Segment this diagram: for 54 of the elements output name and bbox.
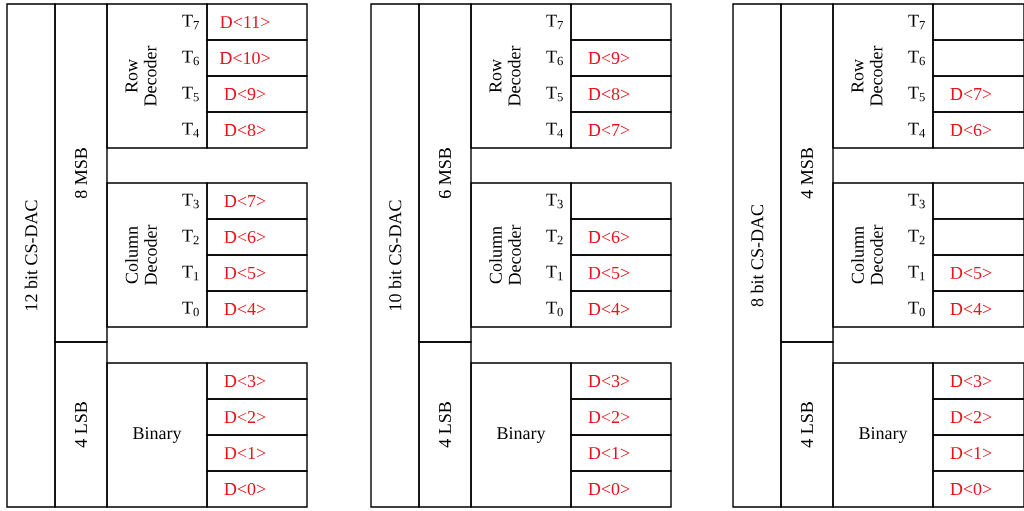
bit-cell: D<2> <box>570 398 672 436</box>
bit-cell: D<1> <box>932 434 1024 472</box>
bit-cell: D<1> <box>570 434 672 472</box>
bit-cell: D<0> <box>570 470 672 508</box>
decoder-box: Row Decoder T$_{7}$ T$_{6}$ T$_{5}$ T$_{4}$ <box>832 3 934 149</box>
bit-cell: D<0> <box>206 470 308 508</box>
bit-cell <box>932 39 1024 77</box>
bit-cell: D<3> <box>570 362 672 400</box>
bit-cell: D<6> <box>570 218 672 256</box>
decoder-box: Column Decoder T$_{3}$ T$_{2}$ T$_{1}$ T$_{0}$ <box>832 182 934 328</box>
bit-cell: D<2> <box>206 398 308 436</box>
bit-cell <box>570 182 672 220</box>
bit-cell: D<10> <box>206 39 308 77</box>
lsb-column: 4 LSB <box>54 341 108 508</box>
bit-cell <box>932 3 1024 41</box>
bit-cell: D<3> <box>206 362 308 400</box>
bit-cell: D<9> <box>206 75 308 113</box>
bit-cell: D<9> <box>570 39 672 77</box>
decoder-box: Row Decoder T$_{7}$ T$_{6}$ T$_{5}$ T$_{4}$ <box>470 3 572 149</box>
binary-box: Binary <box>832 362 934 508</box>
bit-cell: D<6> <box>932 111 1024 149</box>
bit-cell: D<6> <box>206 218 308 256</box>
bit-cell: D<3> <box>932 362 1024 400</box>
binary-box: Binary <box>106 362 208 508</box>
converter-column: 8 bit CS-DAC <box>732 3 782 508</box>
bit-cell: D<5> <box>570 254 672 292</box>
bit-cell: D<7> <box>570 111 672 149</box>
bit-cell: D<7> <box>932 75 1024 113</box>
converter-column: 12 bit CS-DAC <box>6 3 56 508</box>
lsb-column: 4 LSB <box>780 341 834 508</box>
msb-column: 4 MSB <box>780 3 834 343</box>
bit-cell: D<1> <box>206 434 308 472</box>
bit-cell: D<8> <box>570 75 672 113</box>
bit-cell: D<4> <box>206 290 308 328</box>
converter-column: 10 bit CS-DAC <box>370 3 420 508</box>
bit-cell: D<8> <box>206 111 308 149</box>
decoder-box: Column Decoder T$_{3}$ T$_{2}$ T$_{1}$ T$_{0}$ <box>470 182 572 328</box>
decoder-box: Column Decoder T$_{3}$ T$_{2}$ T$_{1}$ T$_{0}$ <box>106 182 208 328</box>
bit-cell: D<5> <box>932 254 1024 292</box>
bit-cell <box>932 218 1024 256</box>
msb-column: 6 MSB <box>418 3 472 343</box>
msb-column: 8 MSB <box>54 3 108 343</box>
bit-cell: D<7> <box>206 182 308 220</box>
bit-cell <box>570 3 672 41</box>
binary-box: Binary <box>470 362 572 508</box>
bit-cell: D<2> <box>932 398 1024 436</box>
bit-cell: D<5> <box>206 254 308 292</box>
lsb-column: 4 LSB <box>418 341 472 508</box>
decoder-box: Row Decoder T$_{7}$ T$_{6}$ T$_{5}$ T$_{4}$ <box>106 3 208 149</box>
bit-cell: D<11> <box>206 3 308 41</box>
bit-cell <box>932 182 1024 220</box>
bit-cell: D<4> <box>570 290 672 328</box>
bit-cell: D<0> <box>932 470 1024 508</box>
bit-cell: D<4> <box>932 290 1024 328</box>
